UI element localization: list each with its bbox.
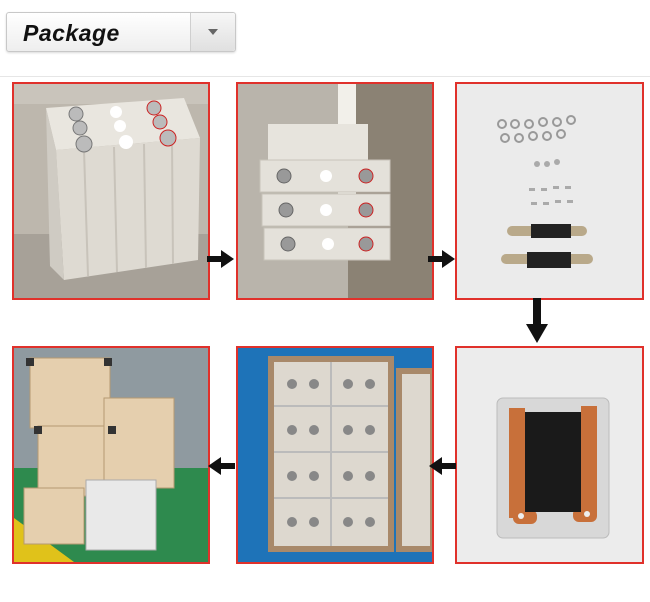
- package-dropdown[interactable]: Package: [6, 12, 236, 52]
- cells-in-wooden-box-photo: [236, 346, 434, 564]
- arrow-right-icon: [207, 249, 235, 269]
- arrow-right-icon: [428, 249, 456, 269]
- divider: [0, 76, 650, 77]
- copper-connectors-bag-photo: [455, 346, 644, 564]
- packed-crates-photo: [12, 346, 210, 564]
- bolts-and-connectors-photo: [455, 82, 644, 300]
- arrow-left-icon: [207, 456, 235, 476]
- arrow-left-icon: [428, 456, 456, 476]
- battery-cells-photo: [12, 82, 210, 300]
- dropdown-label: Package: [23, 20, 120, 46]
- stacked-cells-photo: [236, 82, 434, 300]
- dropdown-toggle-button[interactable]: [190, 13, 235, 51]
- arrow-down-icon: [525, 298, 549, 344]
